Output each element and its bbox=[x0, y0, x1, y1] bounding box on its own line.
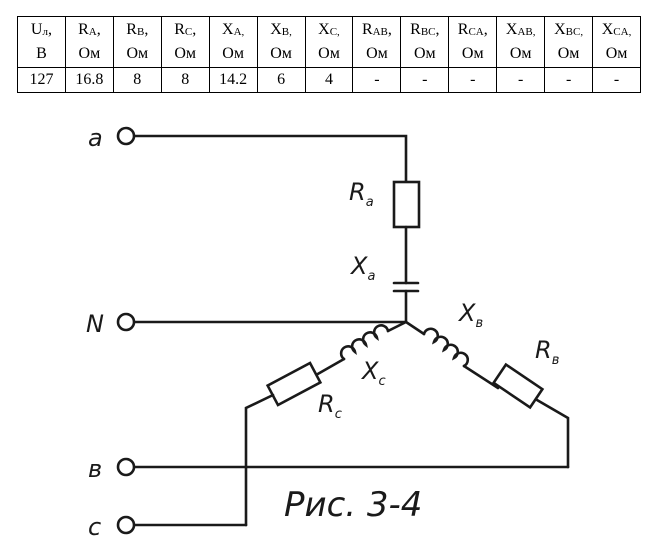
terminal-b bbox=[116, 457, 136, 477]
table-cell: 4 bbox=[304, 67, 354, 93]
table-header-row: Uл, В RA, Ом RB, Ом RC, Ом XA, Ом XB, Ом XC, Ом RAB, Ом… bbox=[17, 16, 641, 68]
table-cell: 16.8 bbox=[64, 67, 114, 93]
table-cell: 127 bbox=[17, 67, 66, 93]
header-unit: Ом bbox=[461, 45, 484, 62]
header-cell: RAB, Ом bbox=[352, 16, 402, 68]
header-unit: Ом bbox=[222, 45, 244, 62]
resistor-rc bbox=[265, 361, 323, 407]
label-xa: Xa bbox=[349, 252, 375, 284]
table-cell: 14.2 bbox=[208, 67, 258, 93]
table-cell: 6 bbox=[256, 67, 306, 93]
header-symbol: XA, bbox=[222, 21, 245, 38]
label-rc: Rc bbox=[318, 390, 342, 422]
terminal-c bbox=[116, 515, 136, 535]
wire-rc-down bbox=[244, 393, 275, 527]
resistor-rb bbox=[491, 362, 545, 410]
header-cell: RBC, Ом bbox=[400, 16, 450, 68]
table-cell: 8 bbox=[112, 67, 162, 93]
header-symbol: RB, bbox=[126, 21, 149, 38]
header-cell: RA, Ом bbox=[64, 16, 114, 68]
table-cell: - bbox=[352, 67, 402, 93]
header-unit: Ом bbox=[78, 45, 101, 62]
label-rb: Rв bbox=[535, 336, 559, 368]
label-ra: Ra bbox=[349, 178, 374, 210]
table-cell: - bbox=[448, 67, 498, 93]
inductor-xb bbox=[422, 327, 470, 368]
table-cell: 8 bbox=[160, 67, 210, 93]
terminal-a bbox=[116, 126, 136, 146]
terminal-n bbox=[116, 312, 136, 332]
header-unit: Ом bbox=[557, 45, 580, 62]
table-cell: - bbox=[544, 67, 594, 93]
wire-rb-down bbox=[535, 398, 570, 469]
header-symbol: XAB, bbox=[505, 21, 536, 38]
header-symbol: RA, bbox=[78, 21, 101, 38]
header-unit: Ом bbox=[413, 45, 436, 62]
wire-a bbox=[133, 134, 408, 184]
header-symbol: RAB, bbox=[361, 21, 392, 38]
wire-xb-rb bbox=[462, 364, 500, 390]
table-cell: - bbox=[400, 67, 450, 93]
header-unit: Ом bbox=[270, 45, 292, 62]
header-unit: Ом bbox=[366, 45, 388, 62]
header-cell: XAB, Ом bbox=[496, 16, 546, 68]
resistor-ra bbox=[392, 180, 421, 229]
header-symbol: XBC, bbox=[554, 21, 584, 38]
inductor-xc bbox=[339, 324, 390, 361]
header-cell: Uл, В bbox=[17, 16, 66, 68]
wire-node-xc bbox=[386, 320, 408, 333]
header-symbol: RC, bbox=[174, 21, 197, 38]
header-cell: RCA, Ом bbox=[448, 16, 498, 68]
header-cell: XCA, Ом bbox=[592, 16, 641, 68]
header-cell: XB, Ом bbox=[256, 16, 306, 68]
terminal-c-label: c bbox=[88, 513, 101, 541]
label-xc: Xc bbox=[360, 357, 386, 389]
header-unit: Ом bbox=[126, 45, 149, 62]
header-symbol: XCA, bbox=[601, 21, 632, 38]
header-unit: В bbox=[36, 45, 47, 62]
header-symbol: RBC, bbox=[410, 21, 440, 38]
header-unit: Ом bbox=[509, 45, 532, 62]
wire-node-xb bbox=[404, 320, 426, 336]
parameters-table: Uл, В RA, Ом RB, Ом RC, Ом XA, Ом XB, Ом XC, Ом RAB, Ом… bbox=[17, 16, 641, 93]
circuit-diagram: a N в c Ra Xa Xв Rв Xc Rc Рис. 3-4 bbox=[86, 124, 570, 541]
header-unit: Ом bbox=[318, 45, 340, 62]
header-symbol: XC, bbox=[318, 21, 340, 38]
terminal-b-label: в bbox=[88, 455, 102, 483]
wire-xc-rc bbox=[314, 357, 346, 377]
header-unit: Ом bbox=[605, 45, 628, 62]
header-symbol: RCA, bbox=[457, 21, 488, 38]
figure-caption: Рис. 3-4 bbox=[284, 485, 422, 525]
header-cell: XC, Ом bbox=[304, 16, 354, 68]
header-symbol: XB, bbox=[270, 21, 292, 38]
header-unit: Ом bbox=[174, 45, 197, 62]
header-symbol: Uл, bbox=[30, 21, 52, 38]
label-xb: Xв bbox=[457, 299, 483, 331]
header-cell: XA, Ом bbox=[208, 16, 258, 68]
table-cell: - bbox=[592, 67, 641, 93]
table-cell: - bbox=[496, 67, 546, 93]
header-cell: XBC, Ом bbox=[544, 16, 594, 68]
terminal-a-label: a bbox=[88, 124, 103, 152]
header-cell: RB, Ом bbox=[112, 16, 162, 68]
terminal-n-label: N bbox=[86, 310, 104, 338]
header-cell: RC, Ом bbox=[160, 16, 210, 68]
